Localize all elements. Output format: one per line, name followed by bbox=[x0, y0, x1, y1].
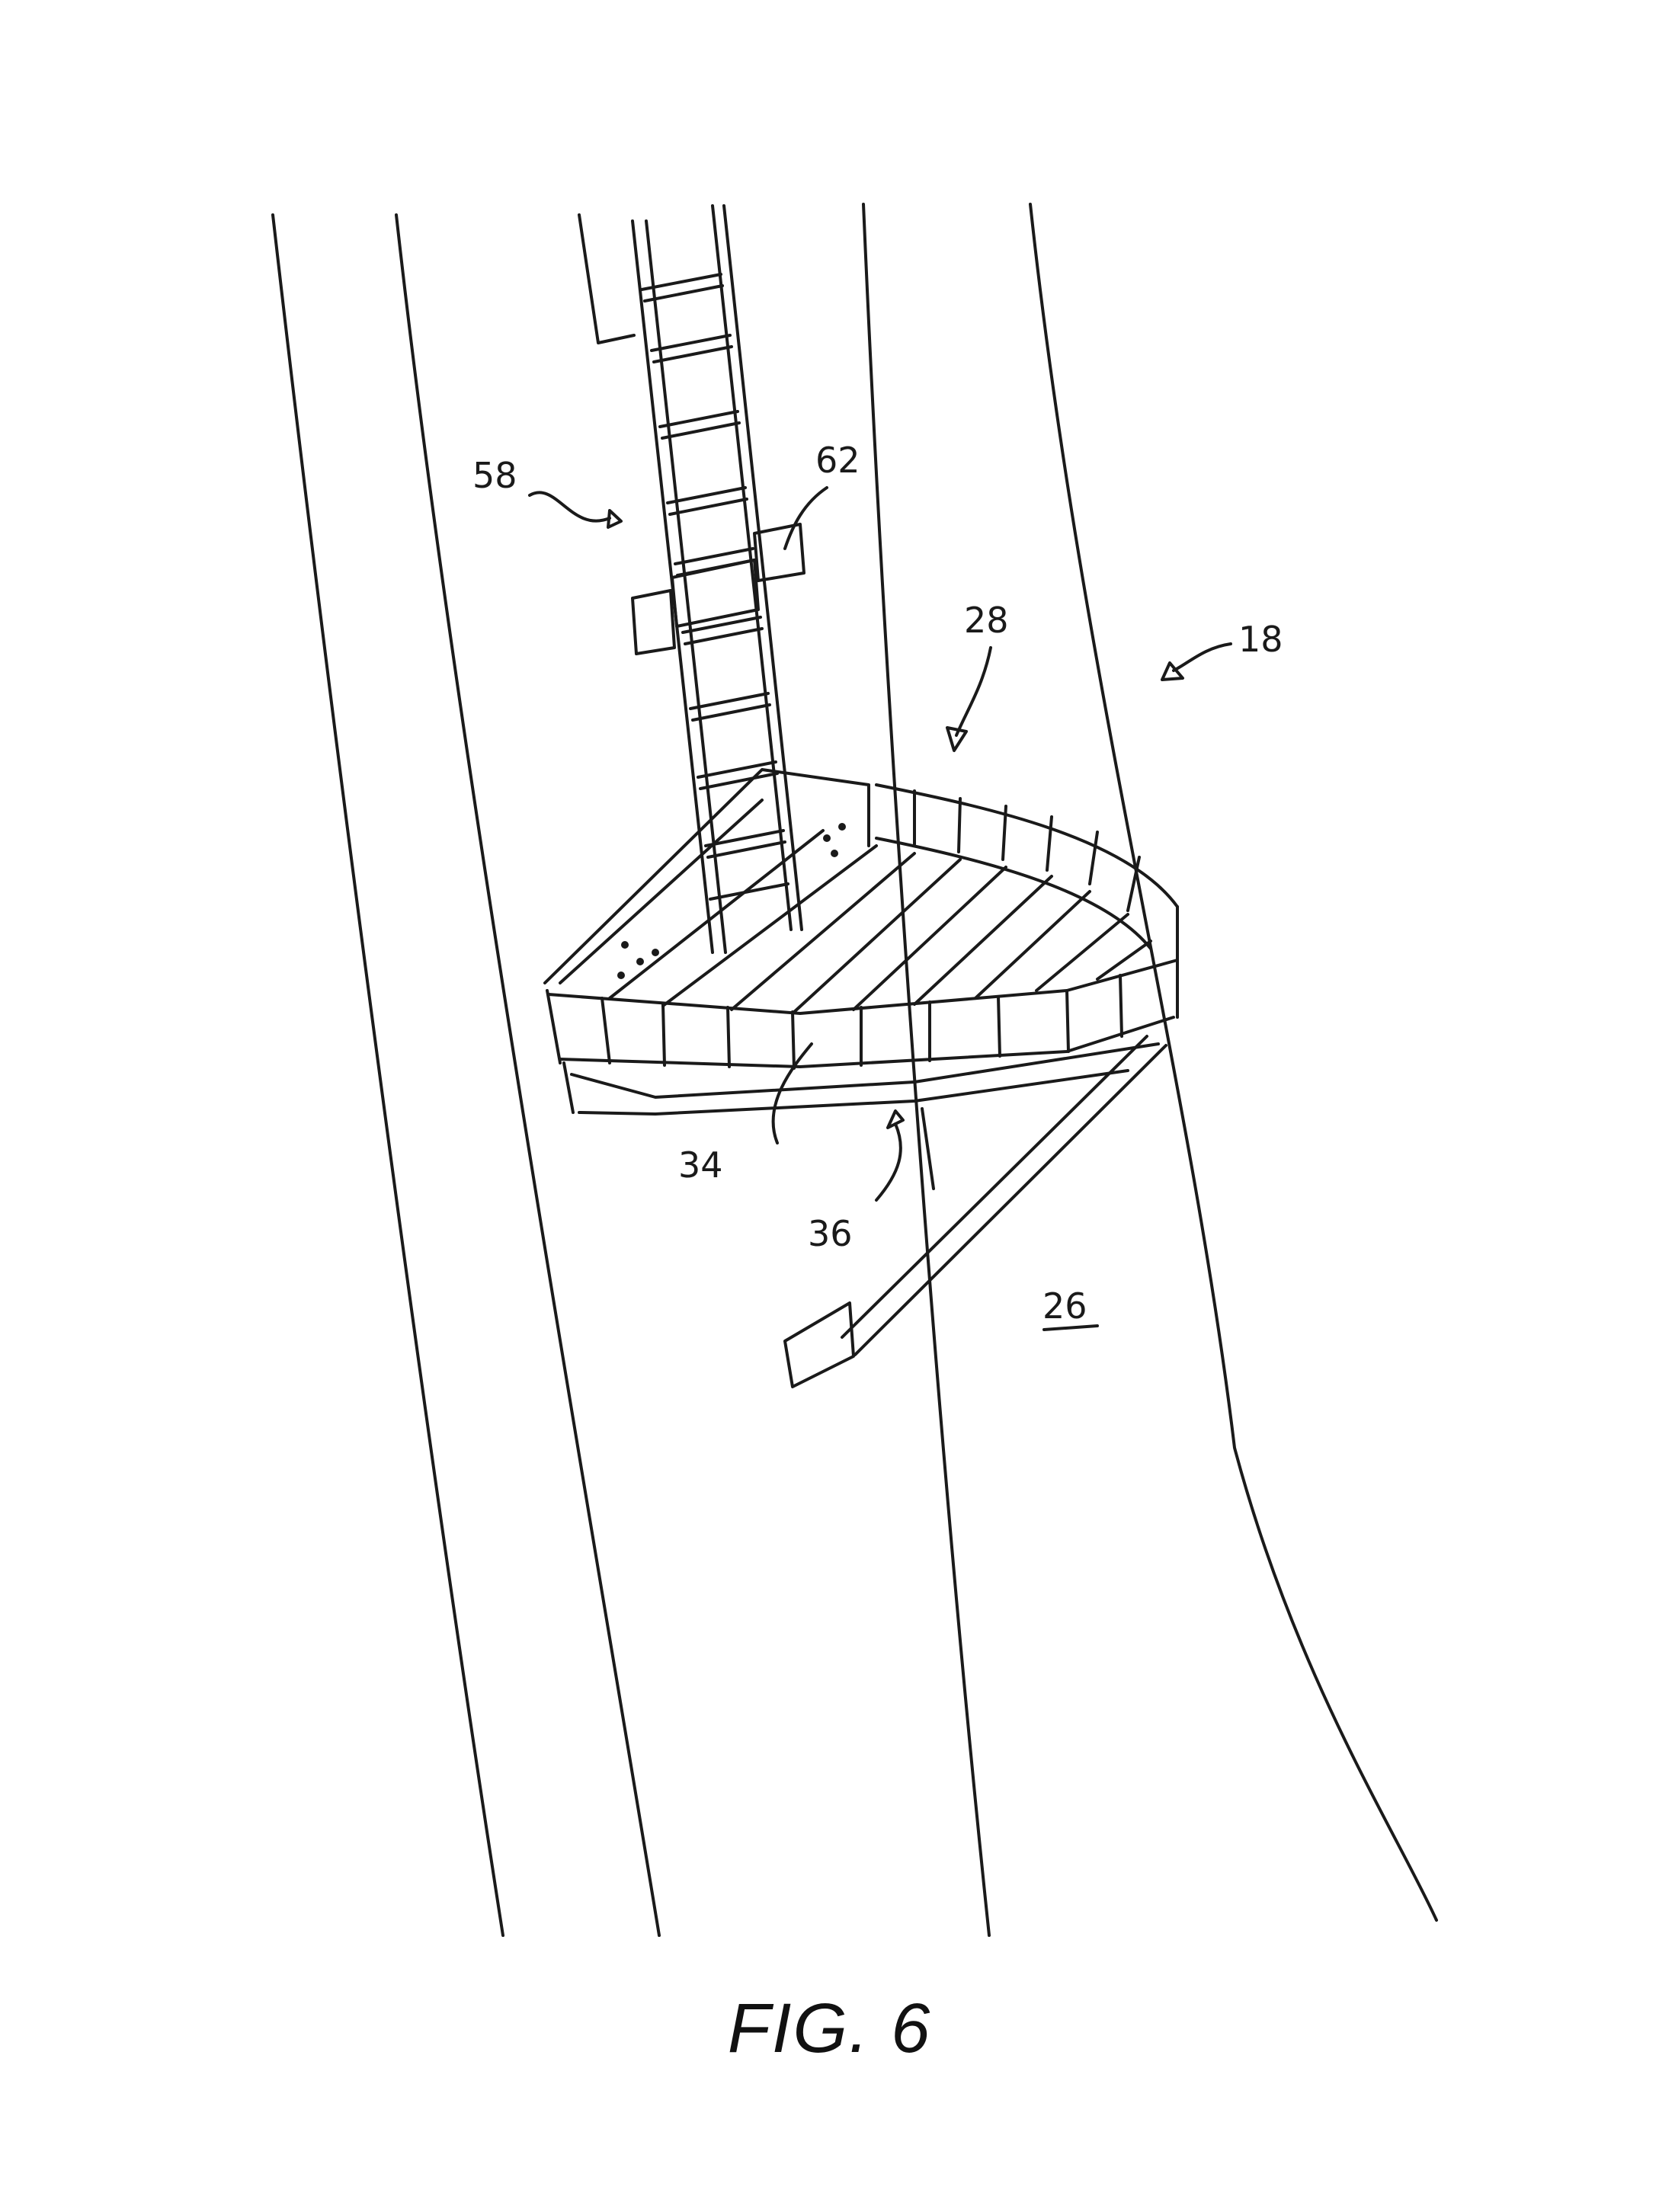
rail-segment bbox=[791, 1010, 796, 1070]
label-58: 58 bbox=[472, 455, 517, 496]
label-62: 62 bbox=[815, 440, 860, 481]
ladder-rung bbox=[666, 486, 747, 504]
label-18: 18 bbox=[1238, 619, 1283, 660]
underline-26 bbox=[1042, 1324, 1099, 1331]
deck-board bbox=[730, 852, 916, 1011]
rail-segment bbox=[1119, 974, 1123, 1038]
platform-front-rail-top bbox=[547, 959, 1179, 1015]
platform bbox=[543, 768, 1179, 1116]
deck-board bbox=[1035, 913, 1129, 992]
rail-segment bbox=[1088, 831, 1099, 885]
platform-underside-lower bbox=[578, 1069, 1129, 1116]
ladder-rung bbox=[661, 421, 741, 440]
stipple bbox=[652, 949, 659, 956]
leader-62 bbox=[783, 486, 828, 550]
leader-34 bbox=[771, 1042, 813, 1144]
ladder-rail-left-inner bbox=[645, 219, 727, 954]
figure-caption: FIG. 6 bbox=[727, 1990, 932, 2067]
deck-board bbox=[661, 844, 878, 1007]
platform-left-post bbox=[546, 989, 562, 1064]
stipple bbox=[838, 823, 846, 831]
bracket-plate-mid bbox=[671, 559, 760, 628]
strut-line-bottom bbox=[854, 1044, 1167, 1356]
label-26: 26 bbox=[1042, 1285, 1087, 1327]
wall-line-right bbox=[1029, 203, 1438, 1922]
deck-board bbox=[852, 866, 1007, 1011]
rail-segment bbox=[1046, 815, 1053, 872]
leader-58 bbox=[528, 491, 611, 523]
stipple bbox=[617, 972, 625, 979]
bracket-plate-left bbox=[631, 589, 676, 655]
ladder-rung bbox=[674, 547, 754, 565]
leader-28 bbox=[955, 646, 992, 737]
ladder-rung bbox=[681, 616, 762, 634]
ladder-rail-right bbox=[711, 204, 793, 931]
rail-segment bbox=[997, 995, 1001, 1058]
stipple bbox=[823, 834, 831, 842]
leader-36 bbox=[875, 1122, 902, 1202]
platform-front-rail-bottom bbox=[559, 1016, 1175, 1068]
ladder-top-bracket bbox=[578, 213, 636, 344]
bracket-plate-right bbox=[753, 523, 805, 582]
label-28: 28 bbox=[964, 600, 1009, 641]
wall-line-center bbox=[862, 203, 991, 1937]
arrow-58 bbox=[607, 509, 623, 529]
leader-18 bbox=[1172, 642, 1232, 672]
label-34: 34 bbox=[678, 1144, 723, 1186]
rail-segment bbox=[1126, 856, 1141, 912]
deck-board bbox=[974, 890, 1091, 1000]
wall-line-left-outer bbox=[271, 213, 504, 1937]
reference-labels: 58 62 28 18 34 36 26 bbox=[472, 440, 1283, 1327]
rail-segment bbox=[1001, 805, 1007, 861]
bracket bbox=[631, 523, 805, 655]
ladder-rung bbox=[709, 882, 789, 901]
ladder-rung bbox=[643, 284, 724, 303]
ladder-rung bbox=[640, 273, 722, 291]
ladder-rung bbox=[668, 498, 748, 516]
ladder-rung bbox=[697, 760, 777, 779]
deck-board bbox=[1096, 940, 1152, 981]
ladder-rung bbox=[689, 692, 770, 710]
arrow-36 bbox=[886, 1109, 905, 1129]
ladder-rung bbox=[684, 627, 764, 645]
deck-board bbox=[913, 875, 1053, 1006]
stipple bbox=[831, 850, 838, 857]
platform-underside bbox=[570, 1042, 1160, 1099]
ladder-rung bbox=[699, 772, 779, 790]
stipple bbox=[621, 941, 629, 949]
rail-segment bbox=[661, 1003, 666, 1067]
deck-board bbox=[608, 829, 825, 1000]
ladder-rung bbox=[704, 829, 785, 847]
ladder-rung bbox=[658, 410, 739, 428]
wall-line-left-inner bbox=[395, 213, 661, 1937]
strut-foot-plate bbox=[783, 1301, 855, 1388]
ladder-rung bbox=[691, 703, 771, 722]
platform-curved-rail-bottom bbox=[875, 837, 1152, 950]
ladder-rung bbox=[650, 334, 732, 352]
platform-rear-edge bbox=[559, 799, 764, 984]
ladder-rung bbox=[706, 840, 786, 859]
label-36: 36 bbox=[808, 1213, 853, 1254]
support-post bbox=[921, 1107, 935, 1190]
strut-line-top bbox=[841, 1035, 1148, 1339]
arrow-18 bbox=[1161, 661, 1184, 681]
leader-lines bbox=[528, 486, 1232, 1331]
deck-board bbox=[791, 858, 962, 1015]
rail-segment bbox=[957, 797, 962, 853]
rail-segment bbox=[726, 1006, 731, 1068]
arrow-28 bbox=[946, 726, 968, 752]
stipple bbox=[636, 958, 644, 965]
rail-segment bbox=[1065, 989, 1070, 1053]
ladder-rung bbox=[652, 345, 733, 363]
platform-left-post-inner bbox=[562, 1061, 575, 1114]
platform-back-wall bbox=[543, 768, 870, 984]
support-strut bbox=[783, 1035, 1167, 1388]
ladder-rail-right-inner bbox=[722, 204, 803, 931]
rail-segment bbox=[601, 997, 611, 1064]
tower-wall bbox=[271, 203, 1438, 1937]
